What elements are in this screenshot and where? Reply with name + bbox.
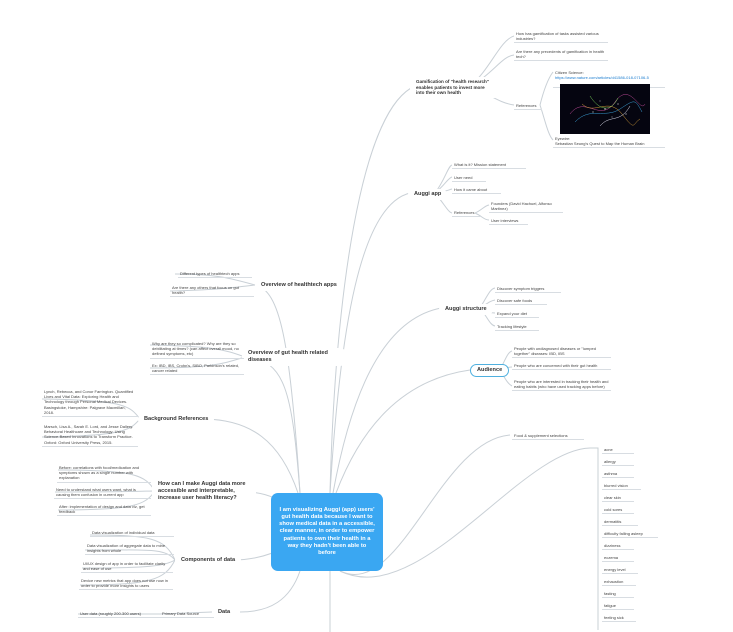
healthtech-item-1[interactable]: Different types of healthtech apps (178, 270, 252, 279)
central-topic-text: I am visualizing Auggi (app) users' gut … (279, 506, 375, 556)
audience-item-3[interactable]: People who are interested in tracking th… (512, 378, 611, 392)
topic-healthtech-apps[interactable]: Overview of healthtech apps (255, 280, 343, 291)
healthtech-item-2[interactable]: Are there any others that focus on gut h… (170, 284, 254, 298)
symptom-item[interactable]: fasting (602, 590, 634, 599)
components-item-1[interactable]: Data visualization of individual data (90, 529, 174, 538)
brain-map-image (560, 84, 650, 134)
structure-item-3[interactable]: Expand your diet (495, 310, 539, 319)
reference-citizen-science-title: Citizen Science: (555, 70, 584, 76)
topic-auggi-app[interactable]: Auggi app (408, 189, 448, 200)
accessible-item-3[interactable]: After: implementation of design and data… (57, 503, 151, 517)
symptom-item[interactable]: feeling sick (602, 614, 636, 623)
gut-item-2[interactable]: Ex: IBD, IBS, Crohn's, SIBO, Parkinson's… (150, 362, 244, 376)
symptom-item[interactable]: dizziness (602, 542, 634, 551)
auggi-app-item-3[interactable]: How it came about (452, 186, 501, 195)
topic-gamification[interactable]: Gamification of "health research" enable… (410, 77, 500, 98)
symptom-item[interactable]: clear skin (602, 494, 634, 503)
brain-network-illustration (569, 94, 646, 127)
components-item-3[interactable]: UI/UX design of app in order to facilita… (81, 560, 173, 574)
symptom-item[interactable]: cold sores (602, 506, 634, 515)
symptom-item[interactable]: allergy (602, 458, 634, 467)
reference-citizen-science-link[interactable]: https://www.nature.com/articles/d41586-0… (555, 75, 649, 81)
structure-item-2[interactable]: Discover safe foods (495, 297, 547, 306)
auggi-app-ref-founders[interactable]: Founders (David Hachuel, Alfonso Martine… (489, 200, 563, 214)
symptom-item[interactable]: exhaustion (602, 578, 636, 587)
symptom-item[interactable]: acne (602, 446, 634, 455)
auggi-app-item-2[interactable]: User need (452, 174, 486, 183)
topic-background-references[interactable]: Background References (138, 414, 215, 425)
auggi-app-references-label[interactable]: References (452, 209, 480, 218)
topic-accessible-data[interactable]: How can I make Auggi data more accessibl… (152, 479, 256, 504)
gamification-question-1[interactable]: How has gamification of tasks assisted v… (514, 30, 608, 44)
symptom-item[interactable]: eczema (602, 554, 634, 563)
audience-item-2[interactable]: People who are concerned with their gut … (512, 362, 611, 371)
symptom-item[interactable]: dermatitis (602, 518, 638, 527)
food-selections[interactable]: Food & supplement selections (512, 432, 584, 441)
accessible-item-1[interactable]: Before: correlations with food/medicatio… (57, 464, 151, 483)
structure-item-1[interactable]: Discover symptom triggers (495, 285, 561, 294)
background-ref-2[interactable]: Marsch, Lisa A., Sarah E. Lord, and Jess… (42, 423, 138, 447)
symptom-item[interactable]: difficulty falling asleep (602, 530, 658, 539)
gamification-question-2[interactable]: Are there any precedents of gamification… (514, 48, 608, 62)
reference-eyewire[interactable]: Eyewire: Sebastian Seung's Quest to Map … (553, 135, 665, 149)
auggi-app-item-1[interactable]: What is it? Mission statement (452, 161, 526, 170)
components-item-4[interactable]: Device new metrics that app does not use… (79, 577, 173, 591)
topic-components-of-data[interactable]: Components of data (175, 555, 242, 566)
topic-gut-health-diseases[interactable]: Overview of gut health related diseases (242, 348, 346, 366)
auggi-app-ref-interviews[interactable]: User interviews (489, 217, 528, 226)
data-source-users[interactable]: User data (roughly 200-300 users) (78, 610, 160, 619)
gut-item-1[interactable]: Why are they so complicated? Why are the… (150, 340, 244, 359)
data-primary-source[interactable]: Primary Data Source (160, 610, 214, 619)
gamification-references-label[interactable]: References (514, 102, 542, 111)
accessible-item-2[interactable]: Need to understand what users want, what… (54, 486, 151, 500)
central-topic[interactable]: I am visualizing Auggi (app) users' gut … (271, 493, 383, 571)
symptom-item[interactable]: asthma (602, 470, 634, 479)
topic-data[interactable]: Data (212, 607, 237, 618)
audience-item-1[interactable]: People with undiagnosed diseases or "lum… (512, 345, 611, 359)
symptom-item[interactable]: blurred vision (602, 482, 641, 491)
topic-audience[interactable]: Audience (470, 364, 510, 377)
background-ref-1[interactable]: Lynch, Rebecca, and Conor Farrington. Qu… (42, 388, 138, 418)
topic-auggi-structure[interactable]: Auggi structure (439, 304, 493, 315)
symptom-item[interactable]: fatigue (602, 602, 634, 611)
symptom-item[interactable]: energy level (602, 566, 638, 575)
components-item-2[interactable]: Data visualization of aggregate data to … (85, 542, 174, 556)
structure-item-4[interactable]: Tracking lifestyle (495, 323, 539, 332)
